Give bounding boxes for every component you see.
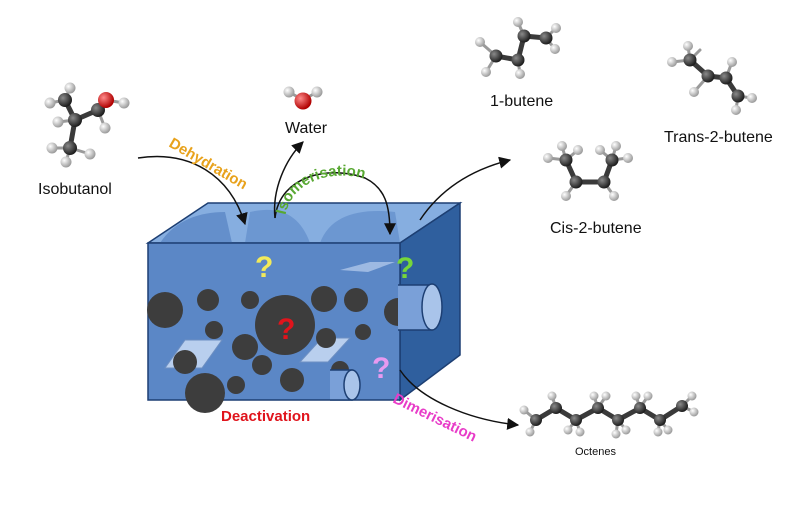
channel-tube-upper xyxy=(398,283,443,331)
pore xyxy=(344,288,368,312)
trans-2-butene-molecule xyxy=(667,41,757,115)
arrow-dimerisation xyxy=(399,369,520,430)
top-channel-shape xyxy=(245,209,310,243)
label-1-butene: 1-butene xyxy=(490,93,553,110)
pore xyxy=(280,368,304,392)
pore xyxy=(232,334,258,360)
arrow-dehydration xyxy=(137,155,248,226)
arrow-to-butenes xyxy=(419,156,512,221)
pore-window xyxy=(298,337,352,363)
question-mark-center: ? xyxy=(277,313,295,346)
octenes-molecule xyxy=(519,391,699,439)
label-dimerisation: Dimerisation xyxy=(390,390,479,445)
arrow-isomerisation xyxy=(274,171,396,236)
label-deactivation: Deactivation xyxy=(221,408,310,425)
label-isobutanol: Isobutanol xyxy=(38,181,112,198)
pore xyxy=(185,373,225,413)
pore xyxy=(311,286,337,312)
pore-window xyxy=(340,262,395,272)
question-mark-top-left: ? xyxy=(255,251,273,284)
label-octenes: Octenes xyxy=(575,446,616,458)
pore xyxy=(255,295,315,355)
pore xyxy=(241,291,259,309)
isobutanol-molecule xyxy=(44,82,130,168)
pore xyxy=(173,350,197,374)
top-channel-shape xyxy=(160,212,232,243)
pore xyxy=(252,355,272,375)
label-water: Water xyxy=(285,120,328,137)
pore xyxy=(197,289,219,311)
question-mark-top-right: ? xyxy=(396,252,414,285)
pore xyxy=(227,376,245,394)
pore xyxy=(316,328,336,348)
water-molecule xyxy=(283,86,323,110)
pore xyxy=(147,292,183,328)
1-butene-molecule xyxy=(475,17,561,79)
channel-tube-lower xyxy=(330,369,361,401)
label-dehydration: Dehydration xyxy=(166,135,250,193)
pore xyxy=(355,324,371,340)
label-cis-2-butene: Cis-2-butene xyxy=(550,220,642,237)
label-trans-2-butene: Trans-2-butene xyxy=(664,129,773,146)
catalyst-block: ? ? ? ? xyxy=(145,201,463,413)
arrow-to-water xyxy=(273,141,304,219)
top-channel-shape xyxy=(320,210,400,243)
cis-2-butene-molecule xyxy=(543,141,633,201)
question-mark-front: ? xyxy=(372,352,390,385)
pore xyxy=(205,321,223,339)
